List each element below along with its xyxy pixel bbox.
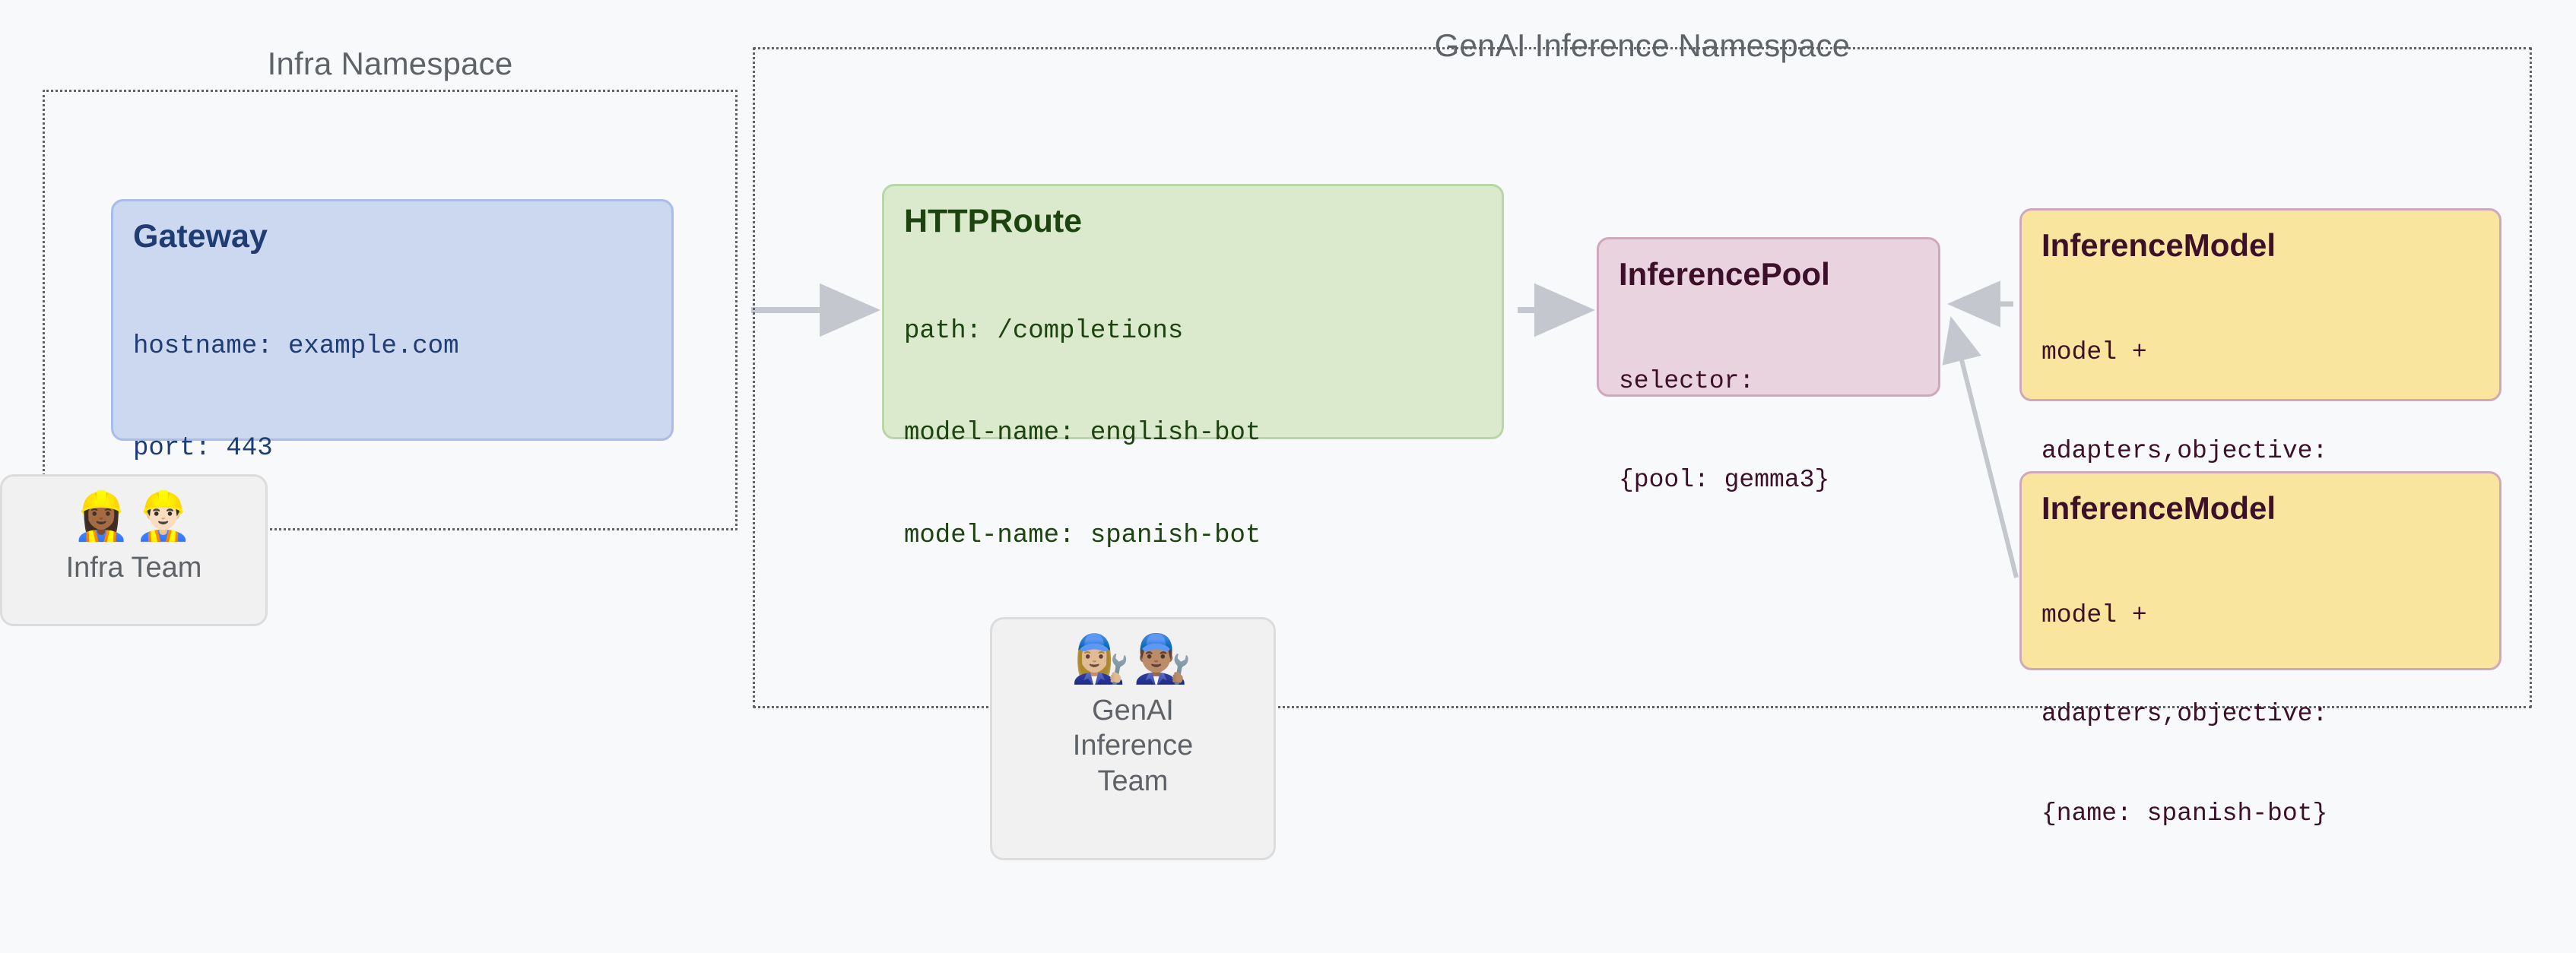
- inferencemodel-english-title: InferenceModel: [2041, 227, 2276, 263]
- inferencemodel-english-model: model +: [2041, 337, 2147, 366]
- httproute-card[interactable]: HTTPRoute path: /completions model-name:…: [882, 184, 1504, 550]
- httproute-title: HTTPRoute: [904, 203, 1083, 239]
- gateway-title: Gateway: [133, 218, 268, 255]
- inferencemodel-spanish-model: model +: [2041, 600, 2147, 629]
- infra-team-card[interactable]: 👷🏾‍♀️👷🏻‍♂️ Infra Team: [0, 474, 268, 626]
- inferencepool-selector-key: selector:: [1619, 366, 1755, 395]
- genai-inference-team-label: GenAI Inference Team: [1072, 695, 1194, 797]
- namespace-genai-inference: [753, 47, 2532, 708]
- inferencepool-title: InferencePool: [1619, 256, 1830, 292]
- construction-worker-icons: 👷🏾‍♀️👷🏻‍♂️: [71, 490, 196, 543]
- inferencepool-selector-value: {pool: gemma3}: [1619, 466, 1830, 495]
- httproute-details: path: /completions model-name: english-b…: [904, 246, 1482, 622]
- httproute-model-name-english: model-name: english-bot: [904, 419, 1261, 448]
- inferencemodel-spanish-title: InferenceModel: [2041, 490, 2276, 526]
- httproute-model-name-spanish: model-name: spanish-bot: [904, 521, 1261, 550]
- inferencemodel-english-card[interactable]: InferenceModel model + adapters,objectiv…: [2019, 208, 2501, 565]
- inferencepool-details: selector: {pool: gemma3}: [1619, 299, 1918, 563]
- gateway-details: hostname: example.com port: 443: [133, 261, 652, 534]
- genai-inference-team-card[interactable]: 👩🏼‍🔧👨🏽‍🔧 GenAI Inference Team: [990, 617, 1276, 860]
- gateway-card[interactable]: Gateway hostname: example.com port: 443: [111, 199, 674, 463]
- inferencemodel-spanish-name: {name: spanish-bot}: [2041, 799, 2328, 828]
- infra-team-label: Infra Team: [65, 552, 202, 584]
- gateway-port: port: 443: [133, 434, 273, 464]
- inferencepool-card[interactable]: InferencePool selector: {pool: gemma3}: [1597, 237, 1940, 494]
- namespace-genai-inference-title: GenAI Inference Namespace: [1434, 27, 1851, 63]
- inferencemodel-spanish-details: model + adapters,objective: {name: spani…: [2041, 533, 2479, 897]
- gateway-hostname: hostname: example.com: [133, 331, 459, 361]
- inferencemodel-spanish-card[interactable]: InferenceModel model + adapters,objectiv…: [2019, 471, 2501, 828]
- inferencemodel-spanish-adapters: adapters,objective:: [2041, 700, 2328, 729]
- mechanic-icons: 👩🏼‍🔧👨🏽‍🔧: [1071, 633, 1195, 685]
- inferencemodel-english-adapters: adapters,objective:: [2041, 437, 2328, 466]
- namespace-infra: [43, 90, 738, 530]
- namespace-infra-title: Infra Namespace: [267, 46, 513, 81]
- httproute-path: path: /completions: [904, 316, 1184, 346]
